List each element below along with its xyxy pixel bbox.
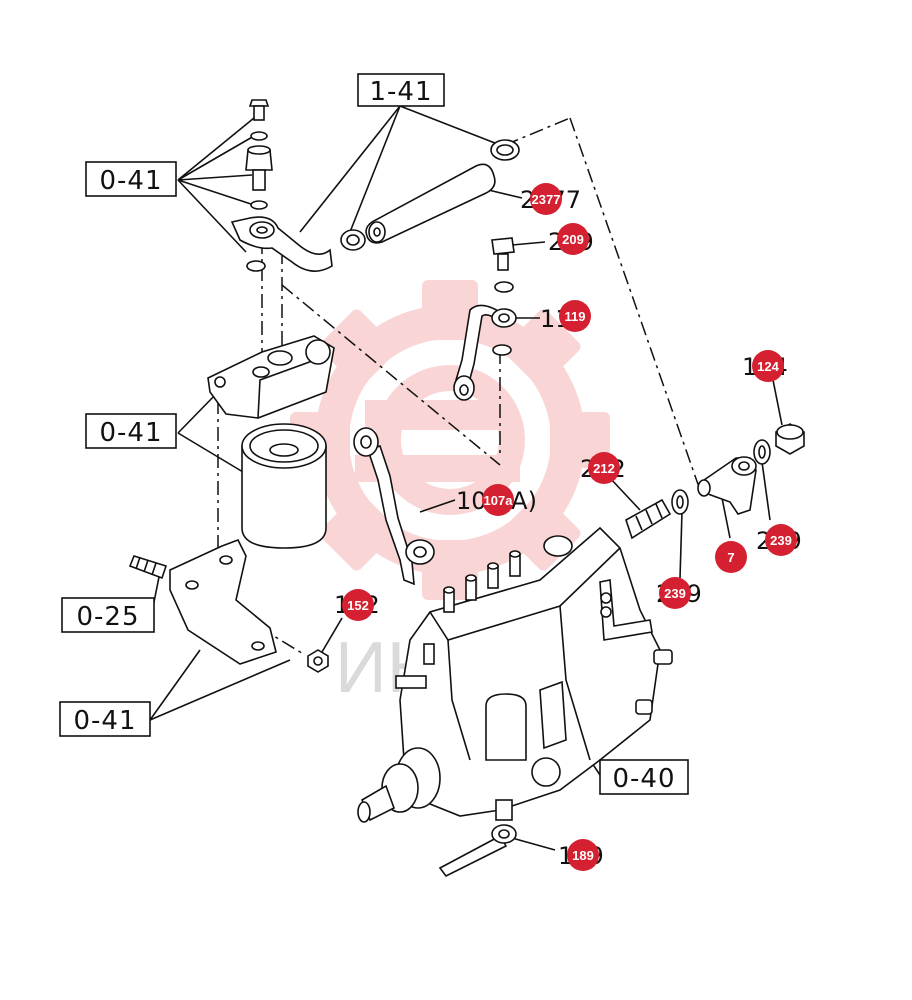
svg-text:212: 212	[593, 461, 615, 476]
leader-lines	[149, 105, 783, 851]
part-badge-124[interactable]: 124	[752, 350, 784, 382]
cap-nut-124	[775, 423, 805, 455]
svg-text:0-41: 0-41	[73, 706, 136, 736]
ref-label-0-40: 0-40	[599, 759, 689, 795]
part-badge-239-right[interactable]: 239	[765, 524, 797, 556]
banjo-pipe-189	[438, 799, 517, 878]
washer-239-right	[753, 439, 771, 465]
ref-label-0-41-top: 0-41	[85, 161, 177, 197]
part-badge-7[interactable]: 7	[715, 541, 747, 573]
banjo-fitting-top	[230, 216, 333, 272]
svg-text:209: 209	[562, 232, 584, 247]
part-badge-212[interactable]: 212	[588, 452, 620, 484]
svg-text:0-41: 0-41	[99, 166, 162, 196]
filter-bracket	[169, 538, 277, 665]
fuel-filter-head	[207, 335, 335, 419]
eye-bolt-209	[491, 237, 515, 293]
washer-239-center	[671, 489, 689, 515]
assembly-center-lines	[189, 117, 701, 656]
nut-152	[307, 649, 329, 673]
part-badge-239-center[interactable]: 239	[659, 577, 691, 609]
part-badge-2377[interactable]: 2377	[530, 183, 562, 215]
ref-label-1-41: 1-41	[357, 73, 445, 107]
ref-label-0-25: 0-25	[61, 597, 155, 633]
stud-bolt-0-25	[128, 555, 168, 580]
svg-text:2377: 2377	[532, 192, 561, 207]
part-badge-152[interactable]: 152	[342, 589, 374, 621]
ref-label-0-41-bottom: 0-41	[59, 701, 151, 737]
svg-text:239: 239	[664, 586, 686, 601]
delivery-valve-212	[625, 498, 672, 540]
svg-text:152: 152	[347, 598, 369, 613]
svg-text:0-41: 0-41	[99, 418, 162, 448]
part-badge-107a[interactable]: 107a	[482, 484, 514, 516]
fuel-pipe-107a	[353, 427, 435, 586]
svg-text:7: 7	[727, 550, 734, 565]
part-badge-119[interactable]: 119	[559, 300, 591, 332]
part-badge-189[interactable]: 189	[567, 839, 599, 871]
svg-text:119: 119	[565, 309, 586, 324]
svg-text:0-25: 0-25	[76, 602, 139, 632]
fuel-filter-cartridge	[241, 423, 327, 549]
injection-pump-body	[357, 526, 673, 823]
banjo-bolt-top-stack	[245, 99, 273, 210]
ref-label-0-41-middle: 0-41	[85, 413, 177, 449]
svg-text:239: 239	[770, 533, 792, 548]
svg-text:189: 189	[572, 848, 594, 863]
fuel-pipe-119	[453, 304, 517, 401]
svg-text:1-41: 1-41	[369, 77, 432, 107]
svg-text:124: 124	[757, 359, 779, 374]
hose-clamp-left	[340, 229, 366, 251]
part-badge-209[interactable]: 209	[557, 223, 589, 255]
hose-clamp-right	[490, 139, 520, 161]
tee-fitting-7	[697, 456, 757, 515]
watermark-gear-icon	[290, 280, 610, 600]
fuel-hose-2377	[365, 163, 496, 244]
svg-text:0-40: 0-40	[612, 764, 675, 794]
svg-text:107a: 107a	[484, 493, 514, 508]
